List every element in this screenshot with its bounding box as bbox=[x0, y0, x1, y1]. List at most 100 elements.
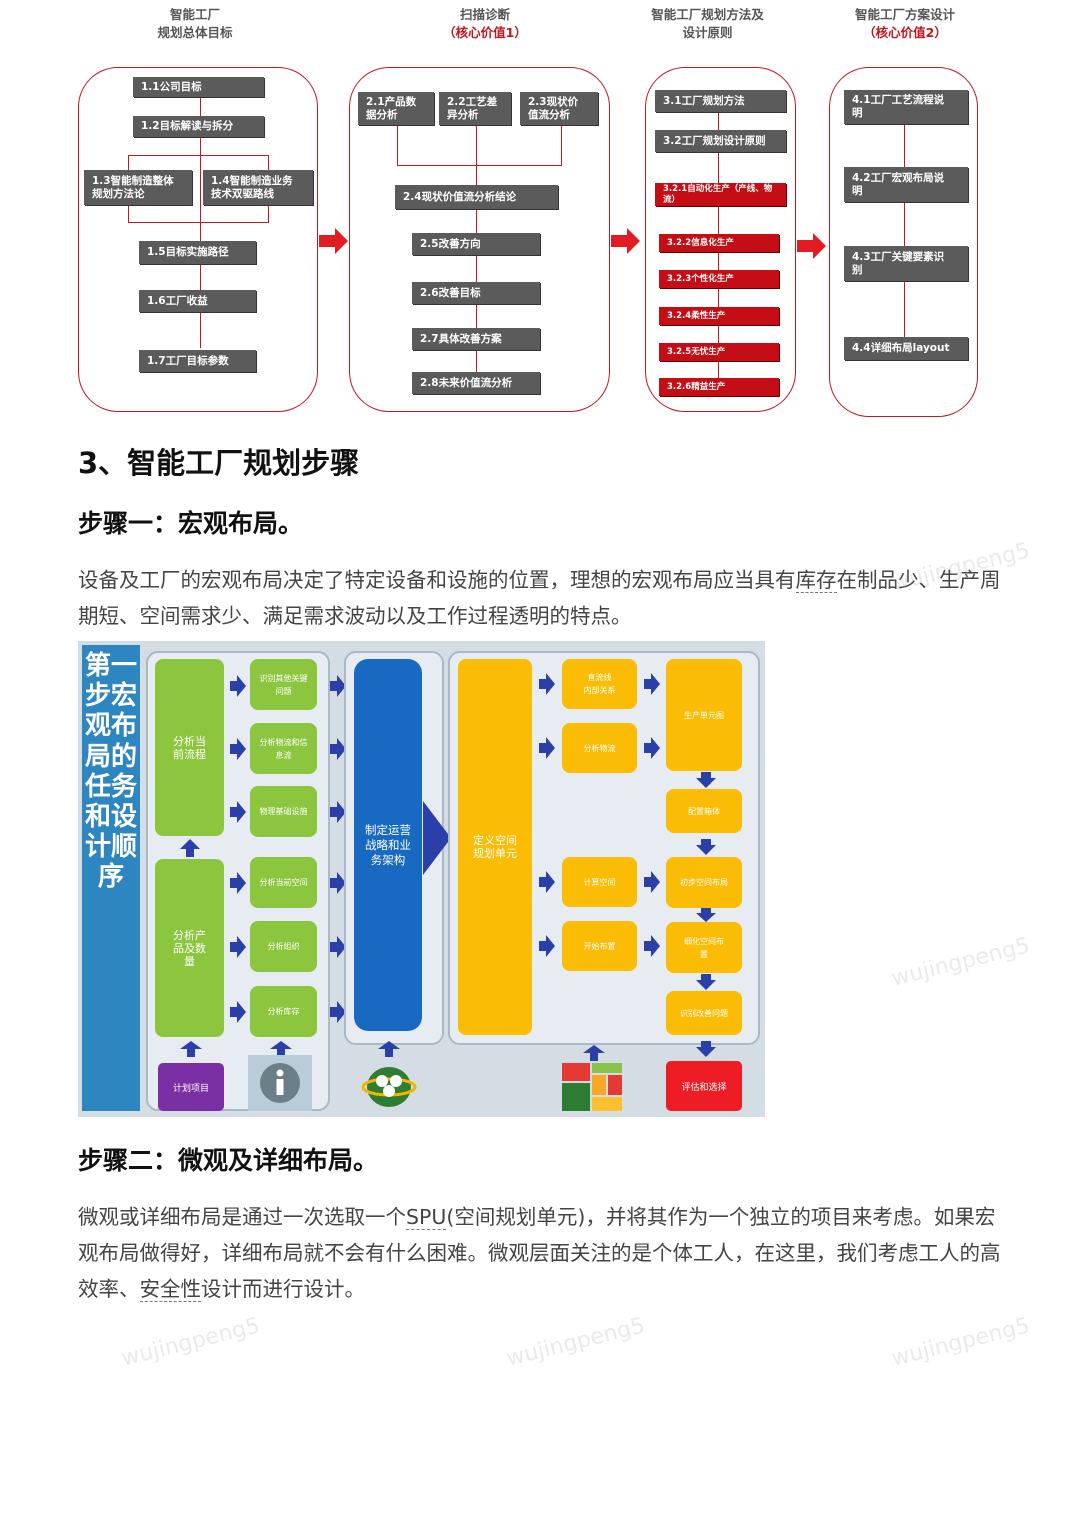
macro-layout-figure: 第一步宏观布局的任务和设计顺序 分析当 前流程 分析产 品及数 量 识别其他关键… bbox=[78, 641, 765, 1117]
figure-vertical-title: 第一步宏观布局的任务和设计顺序 bbox=[82, 645, 140, 1111]
green-small-6: 分析库存 bbox=[250, 986, 317, 1037]
arrow-up-green bbox=[180, 839, 200, 857]
flow-sub-3-2-6: 3.2.6精益生产 bbox=[659, 378, 779, 396]
arrow-up-3 bbox=[378, 1041, 400, 1057]
arrow-right-16 bbox=[539, 935, 555, 957]
yellow-right-3: 初步空间布局 bbox=[666, 857, 742, 908]
flow-box-1-4: 1.4智能制造业务 技术双驱路线 bbox=[203, 170, 313, 205]
arrow-right-10 bbox=[330, 872, 346, 894]
flow-box-2-3: 2.3现状价 值流分析 bbox=[520, 92, 598, 125]
evaluate-select-button: 评估和选择 bbox=[666, 1061, 742, 1111]
layout-grid-icon bbox=[562, 1063, 622, 1111]
watermark-4: wujingpeng5 bbox=[889, 933, 1033, 992]
step2-term-safety[interactable]: 安全性 bbox=[139, 1277, 201, 1302]
flow-box-2-8: 2.8未来价值流分析 bbox=[412, 372, 540, 394]
flow-box-1-2: 1.2目标解读与拆分 bbox=[133, 116, 264, 137]
arrow-right-18 bbox=[644, 737, 660, 759]
arrow-right-13 bbox=[539, 673, 555, 695]
col1-merge-right bbox=[268, 205, 270, 223]
flow-sub-3-2-1: 3.2.1自动化生产（产线、物流） bbox=[655, 183, 786, 206]
col1-merge bbox=[128, 222, 268, 224]
step1-term-link[interactable]: 库存 bbox=[795, 568, 837, 593]
green-big-2: 分析产 品及数 量 bbox=[155, 859, 224, 1037]
arrow-up-2 bbox=[270, 1041, 292, 1057]
globe-team-icon bbox=[358, 1061, 420, 1111]
flow-arrow-2 bbox=[611, 228, 640, 254]
yellow-right-2: 配置箱体 bbox=[666, 789, 742, 833]
arrow-down-1 bbox=[696, 772, 716, 788]
flow-arrow-1 bbox=[319, 228, 348, 254]
arrow-right-4 bbox=[230, 872, 246, 894]
yellow-mid-1: 直流线 内部关系 bbox=[562, 659, 637, 709]
blue-strategy-box: 制定运营 战略和业 务架构 bbox=[354, 659, 422, 1031]
arrow-right-5 bbox=[230, 936, 246, 958]
col1-merge-left bbox=[128, 205, 130, 223]
col1-branch-left bbox=[128, 155, 130, 171]
flow-sub-3-2-2: 3.2.2信息化生产 bbox=[659, 234, 779, 252]
flow-box-4-2: 4.2工厂宏观布局说 明 bbox=[844, 167, 968, 202]
step2-title: 步骤二：微观及详细布局。 bbox=[78, 1146, 379, 1175]
green-small-4: 分析当前空间 bbox=[250, 857, 317, 908]
col4-head-line1: 智能工厂方案设计 bbox=[854, 7, 955, 22]
step2-paragraph: 微观或详细布局是通过一次选取一个SPU(空间规划单元)，并将其作为一个独立的项目… bbox=[78, 1199, 1008, 1307]
col2-merge-right bbox=[561, 123, 563, 166]
arrow-right-20 bbox=[644, 935, 660, 957]
flow-box-4-4: 4.4详细布局layout bbox=[844, 337, 968, 360]
flow-box-1-7: 1.7工厂目标参数 bbox=[139, 350, 256, 372]
arrow-right-15 bbox=[539, 871, 555, 893]
step2-term-spu[interactable]: SPU bbox=[406, 1205, 447, 1230]
info-icon bbox=[248, 1055, 312, 1111]
plan-project-button: 计划项目 bbox=[158, 1063, 224, 1111]
yellow-mid-4: 开始布置 bbox=[562, 921, 637, 971]
arrow-right-14 bbox=[539, 737, 555, 759]
col1-branch bbox=[128, 155, 268, 157]
step2-text-b: (空间规划单元)，并将其作为一个独立的项目来考虑。如果宏观布局做得好，详细布局就… bbox=[78, 1205, 1001, 1301]
green-big-1: 分析当 前流程 bbox=[155, 659, 224, 836]
green-small-3: 物理基础设施 bbox=[250, 786, 317, 837]
col1-branch-right bbox=[268, 155, 270, 171]
flow-sub-3-2-5: 3.2.5无忧生产 bbox=[659, 343, 779, 361]
col4-head: 智能工厂方案设计 （核心价值2） bbox=[830, 6, 980, 42]
arrow-up-1 bbox=[180, 1041, 202, 1057]
col2-head-line1: 扫描诊断 bbox=[459, 7, 510, 22]
arrow-right-1 bbox=[230, 675, 246, 697]
step1-title: 步骤一：宏观布局。 bbox=[78, 509, 304, 538]
section-title: 3、智能工厂规划步骤 bbox=[78, 446, 360, 480]
arrow-big-right bbox=[423, 801, 451, 875]
arrow-right-11 bbox=[330, 936, 346, 958]
arrow-down-5 bbox=[696, 1041, 716, 1057]
flow-box-2-1: 2.1产品数 据分析 bbox=[358, 92, 434, 125]
flow-box-2-7: 2.7具体改善方案 bbox=[412, 328, 540, 350]
col2-head-line2: （核心价值1） bbox=[443, 25, 527, 40]
step1-text-b: 在制品少、生产周期短、空间需求少、满足需求波动以及工作过程透明的特点。 bbox=[78, 568, 1001, 628]
col2-head: 扫描诊断 （核心价值1） bbox=[410, 6, 560, 42]
arrow-right-7 bbox=[330, 675, 346, 697]
flow-box-1-3: 1.3智能制造整体 规划方法论 bbox=[84, 170, 192, 205]
arrow-right-2 bbox=[230, 738, 246, 760]
col2-merge bbox=[397, 165, 561, 167]
flow-box-1-6: 1.6工厂收益 bbox=[139, 290, 256, 312]
col4-head-line2: （核心价值2） bbox=[863, 25, 947, 40]
col3-head: 智能工厂规划方法及 设计原则 bbox=[630, 6, 785, 42]
flow-box-1-5: 1.5目标实施路径 bbox=[139, 241, 256, 264]
green-small-2: 分析物流和信 息流 bbox=[250, 723, 317, 774]
flow-sub-3-2-4: 3.2.4柔性生产 bbox=[659, 307, 779, 325]
green-small-1: 识别其他关键 问题 bbox=[250, 659, 317, 710]
arrow-right-6 bbox=[230, 1001, 246, 1023]
flow-sub-3-2-3: 3.2.3个性化生产 bbox=[659, 270, 779, 288]
col4-connector bbox=[904, 124, 906, 339]
flow-box-2-4: 2.4现状价值流分析结论 bbox=[395, 185, 558, 209]
col1-head-line2: 规划总体目标 bbox=[157, 25, 233, 40]
yellow-right-1: 生产单元图 bbox=[666, 659, 742, 771]
arrow-right-12 bbox=[330, 1001, 346, 1023]
arrow-down-4 bbox=[696, 974, 716, 990]
arrow-right-17 bbox=[644, 673, 660, 695]
yellow-mid-2: 分析物流 bbox=[562, 723, 637, 773]
arrow-down-3 bbox=[696, 908, 716, 922]
watermark-1: wujingpeng5 bbox=[119, 1313, 263, 1372]
col2-merge-left bbox=[397, 123, 399, 166]
flow-arrow-3 bbox=[797, 233, 826, 259]
yellow-right-5: 识别改善问题 bbox=[666, 991, 742, 1035]
col3-head-line1: 智能工厂规划方法及 bbox=[651, 7, 764, 22]
watermark-2: wujingpeng5 bbox=[504, 1313, 648, 1372]
